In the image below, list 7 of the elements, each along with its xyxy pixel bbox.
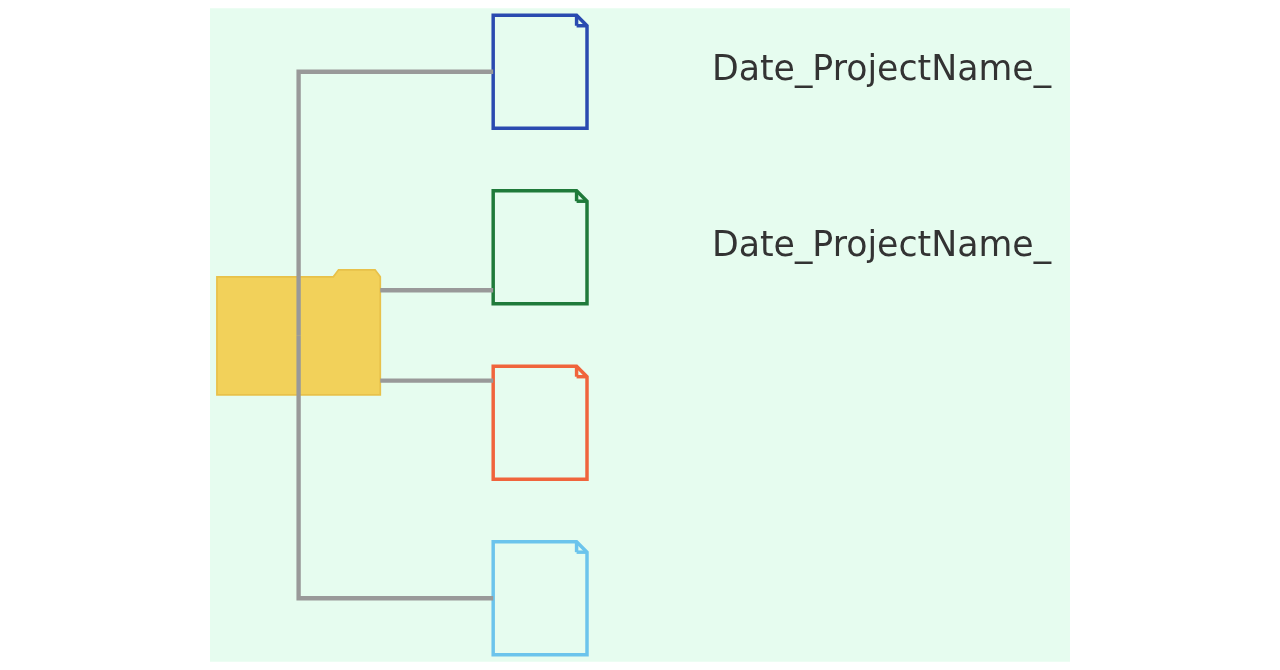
connector bbox=[380, 378, 494, 383]
node-folder bbox=[216, 269, 382, 396]
connector bbox=[380, 288, 494, 293]
connector bbox=[296, 335, 494, 601]
node-label: Date_ProjectName_ bbox=[711, 48, 1052, 89]
connector bbox=[296, 69, 494, 336]
node-label: Date_ProjectName_ bbox=[711, 223, 1052, 264]
